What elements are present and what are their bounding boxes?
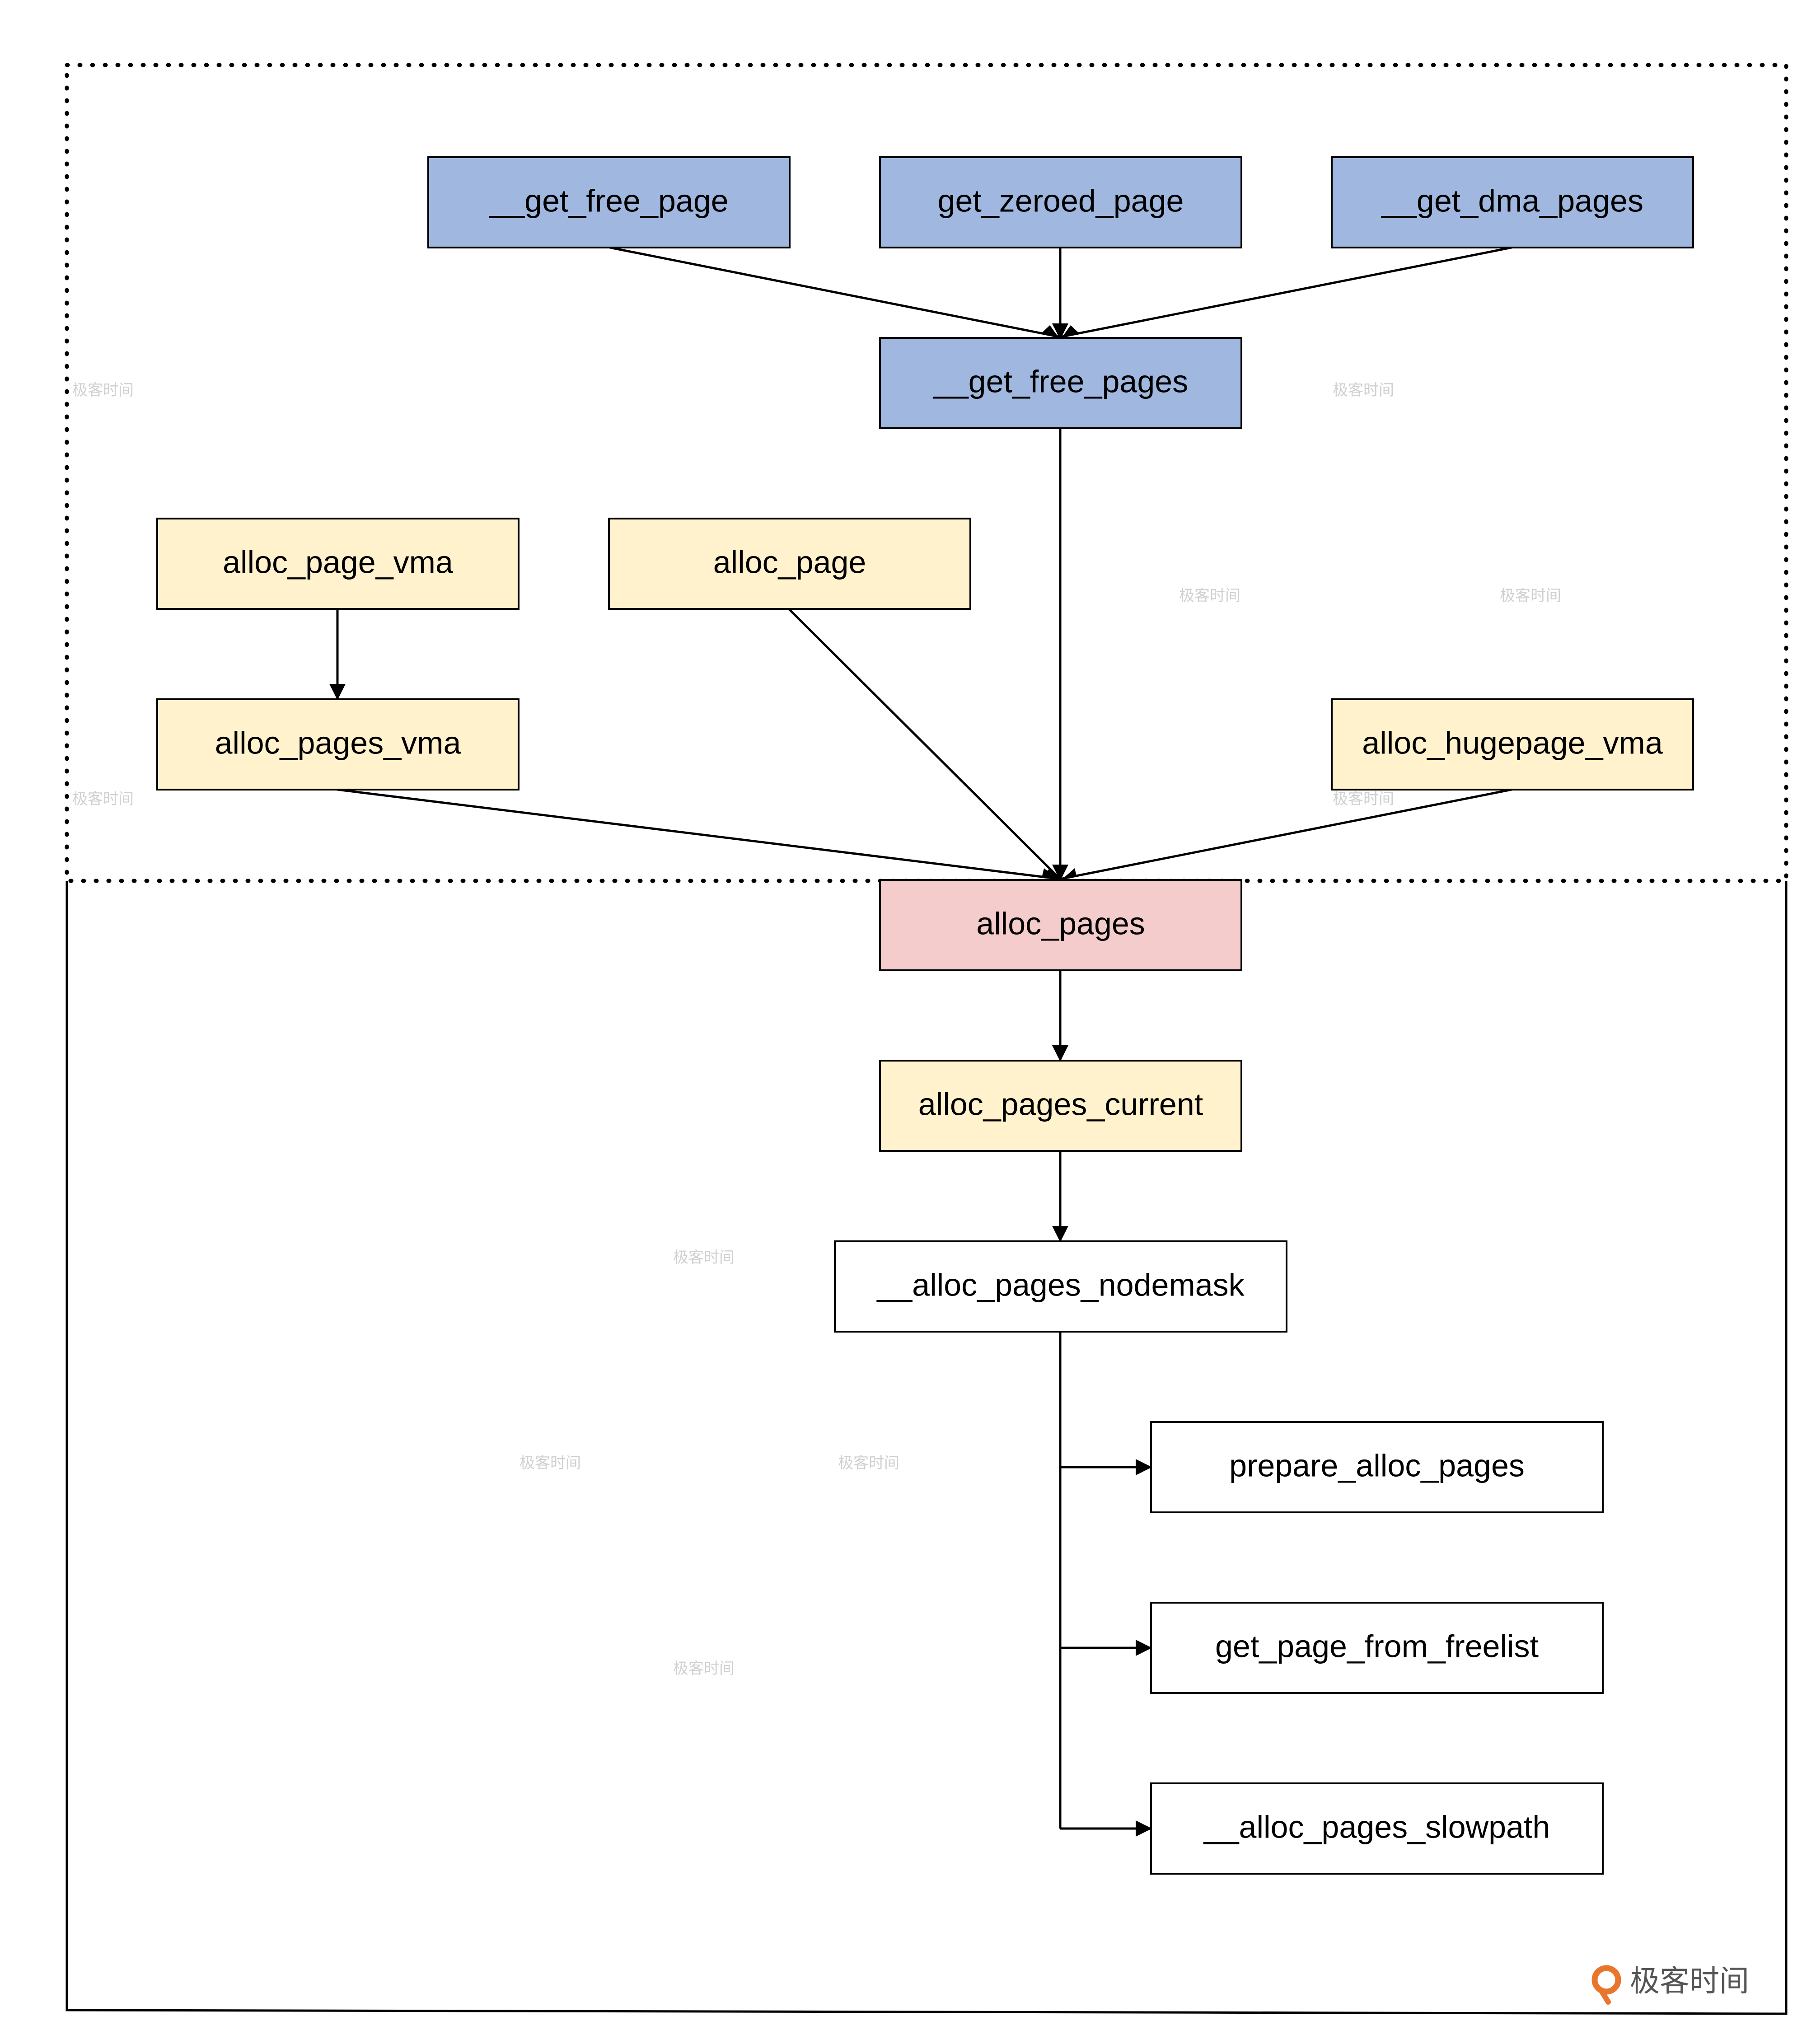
node-alloc-pages: alloc_pages: [879, 879, 1242, 971]
node-alloc-page-vma: alloc_page_vma: [156, 518, 520, 610]
arrowhead: [1052, 1226, 1068, 1242]
watermarks: 极客时间 极客时间 极客时间 极客时间 极客时间 极客时间 极客时间 极客时间 …: [72, 381, 1561, 1678]
node-label: prepare_alloc_pages: [1229, 1448, 1525, 1483]
node-alloc-page: alloc_page: [608, 518, 971, 610]
edges: [336, 246, 1512, 1830]
arrowhead: [1136, 1640, 1152, 1656]
watermark: 极客时间: [72, 790, 134, 808]
watermark: 极客时间: [1179, 587, 1240, 605]
geektime-logo-icon: [1591, 1965, 1621, 2005]
upper-dotted-region: [65, 63, 1788, 883]
lower-solid-region: [66, 881, 1788, 2015]
node-get-free-page: __get_free_page: [427, 156, 791, 248]
node-label: alloc_pages_current: [918, 1086, 1203, 1122]
node-label: get_zeroed_page: [938, 183, 1184, 218]
node-label: __get_free_page: [488, 183, 728, 218]
node-label: alloc_pages: [976, 906, 1145, 941]
node-alloc-pages-current: alloc_pages_current: [879, 1060, 1242, 1152]
arrowhead: [1042, 868, 1060, 881]
watermark: 极客时间: [72, 381, 134, 399]
node-get-dma-pages: __get_dma_pages: [1331, 156, 1694, 248]
arrowhead: [1136, 1820, 1152, 1837]
node-prepare-alloc-pages: prepare_alloc_pages: [1150, 1421, 1604, 1513]
node-label: get_page_from_freelist: [1215, 1628, 1539, 1664]
watermark: 极客时间: [1500, 587, 1561, 605]
arrowhead: [329, 684, 346, 700]
brand-logo: 极客时间: [1591, 1964, 1749, 2005]
node-label: __get_free_pages: [932, 364, 1188, 399]
node-get-page-from-freelist: get_page_from_freelist: [1150, 1602, 1604, 1694]
node-label: alloc_page: [713, 544, 866, 580]
node-alloc-pages-slowpath: __alloc_pages_slowpath: [1150, 1782, 1604, 1875]
edge-alloc-pages-vma-to-alloc-pages: [337, 788, 1061, 880]
arrowhead: [1052, 323, 1068, 340]
node-alloc-pages-nodemask: __alloc_pages_nodemask: [834, 1240, 1287, 1333]
node-get-zeroed-page: get_zeroed_page: [879, 156, 1242, 248]
watermark: 极客时间: [1333, 790, 1394, 808]
arrowheads: [329, 323, 1152, 1837]
node-get-free-pages: __get_free_pages: [879, 337, 1242, 429]
watermark: 极客时间: [673, 1660, 735, 1678]
node-label: __alloc_pages_slowpath: [1203, 1809, 1550, 1844]
node-label: alloc_pages_vma: [215, 725, 461, 760]
brand-name: 极客时间: [1630, 1964, 1749, 1998]
node-label: alloc_page_vma: [223, 544, 453, 580]
arrowhead: [1052, 1045, 1068, 1062]
node-label: __alloc_pages_nodemask: [876, 1267, 1245, 1302]
arrowhead: [1060, 325, 1078, 340]
watermark: 极客时间: [520, 1454, 581, 1472]
arrowhead: [1060, 868, 1076, 881]
arrowhead: [1042, 325, 1060, 340]
edge-get-free-page-to-get-free-pages: [609, 246, 1061, 338]
node-alloc-hugepage-vma: alloc_hugepage_vma: [1331, 698, 1694, 790]
node-alloc-pages-vma: alloc_pages_vma: [156, 698, 520, 790]
watermark: 极客时间: [1333, 381, 1394, 399]
edge-alloc-hugepage-vma-to-alloc-pages: [1060, 788, 1512, 880]
arrowhead: [1136, 1459, 1152, 1475]
watermark: 极客时间: [673, 1249, 735, 1267]
node-label: alloc_hugepage_vma: [1362, 725, 1663, 760]
arrowhead: [1052, 865, 1068, 881]
edge-alloc-page-to-alloc-pages: [788, 608, 1061, 880]
watermark: 极客时间: [838, 1454, 899, 1472]
edge-get-dma-pages-to-get-free-pages: [1060, 246, 1512, 338]
node-label: __get_dma_pages: [1381, 183, 1643, 218]
